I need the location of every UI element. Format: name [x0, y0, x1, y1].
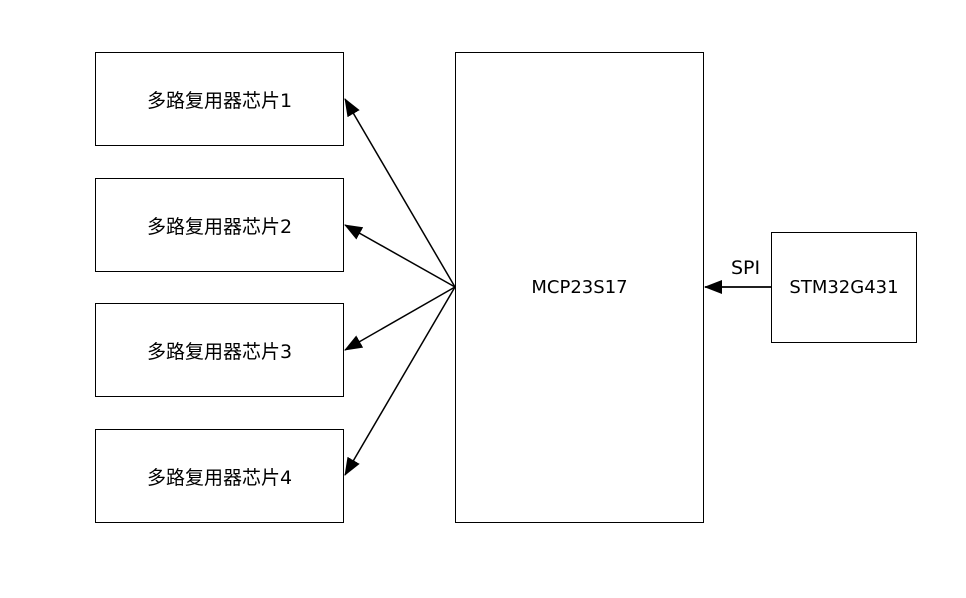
mux-chip-3-label: 多路复用器芯片3 [146, 340, 293, 363]
arrow-mcp-to-mux-1 [344, 98, 456, 288]
mux-chip-1-box: 多路复用器芯片1 [95, 52, 344, 146]
mux-chip-2-label: 多路复用器芯片2 [146, 215, 293, 238]
mux-chip-1-label: 多路复用器芯片1 [146, 89, 293, 112]
mux-chip-2-box: 多路复用器芯片2 [95, 178, 344, 272]
arrow-mcp-to-mux-3 [344, 286, 456, 351]
arrow-mcp-to-mux-2 [344, 224, 456, 288]
microcontroller-box: STM32G431 [771, 232, 917, 343]
mux-chip-4-box: 多路复用器芯片4 [95, 429, 344, 523]
microcontroller-label: STM32G431 [789, 277, 899, 298]
spi-bus-label: SPI [731, 257, 761, 279]
arrow-mcp-to-mux-4 [344, 286, 456, 476]
mux-chip-3-box: 多路复用器芯片3 [95, 303, 344, 397]
io-expander-box: MCP23S17 [455, 52, 704, 523]
mux-chip-4-label: 多路复用器芯片4 [146, 466, 293, 489]
io-expander-label: MCP23S17 [531, 277, 628, 298]
